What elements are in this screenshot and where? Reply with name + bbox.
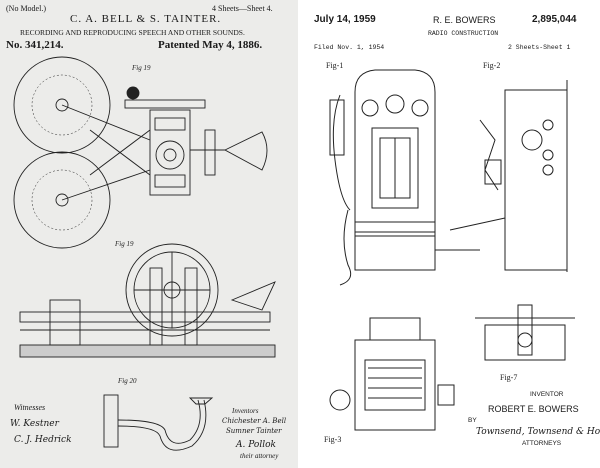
fig-19-label: Fig 19 <box>131 64 151 72</box>
witness-signature-1: W. Kestner <box>10 419 59 429</box>
by-label: BY <box>468 417 477 424</box>
recording-disk-upper <box>13 56 111 154</box>
model-note: (No Model.) <box>6 4 46 13</box>
patent-date: Patented May 4, 1886. <box>158 39 263 51</box>
inventors-label: Inventors <box>232 407 259 415</box>
radio-cabinet-side <box>504 89 568 271</box>
filed-date: Filed Nov. 1, 1954 <box>314 44 385 51</box>
sheet-count: 2 Sheets-Sheet 1 <box>508 44 571 51</box>
patent-sheet-bowers: July 14, 1959 R. E. BOWERS 2,895,044 RAD… <box>300 0 600 468</box>
fig-2-label: Fig-2 <box>483 61 500 70</box>
speaker-enclosure <box>354 339 436 431</box>
fig-1-label: Fig-1 <box>326 61 343 70</box>
fig-3-label: Fig-3 <box>324 435 341 444</box>
bowers-drawing: Fig-1 Fig-2 Fig-3 Fig-7 <box>324 61 575 444</box>
attorney-signature: Townsend, Townsend & Hoppe <box>476 427 600 437</box>
attorney-signature: A. Pollok <box>236 440 276 450</box>
fig-19b-label: Fig 19 <box>114 240 134 248</box>
flywheel <box>125 243 219 337</box>
patent-title: RECORDING AND REPRODUCING SPEECH AND OTH… <box>20 28 245 37</box>
inventor-header: R. E. BOWERS <box>433 15 496 25</box>
attorneys-label: ATTORNEYS <box>522 440 562 447</box>
bell-tainter-drawing: Fig 19 Fig 19 Fig 20 <box>13 56 276 451</box>
patent-number: No. 341,214. <box>6 39 64 51</box>
witness-signature-2: C. J. Hedrick <box>14 435 72 445</box>
recording-disk-lower <box>13 151 111 249</box>
inventor-name: ROBERT E. BOWERS <box>488 404 579 414</box>
fig7-assembly <box>484 324 566 361</box>
inventor-signature-1: Chichester A. Bell <box>222 417 287 425</box>
inventor-label: INVENTOR <box>530 391 564 398</box>
fig-7-label: Fig-7 <box>500 373 517 382</box>
inventor-signature-2: Sumner Tainter <box>226 427 282 435</box>
patent-sheet-bell-tainter: (No Model.) 4 Sheets—Sheet 4. C. A. BELL… <box>0 0 300 468</box>
sheet-count: 4 Sheets—Sheet 4. <box>212 4 273 13</box>
radio-cabinet-front <box>354 69 436 271</box>
patent-date: July 14, 1959 <box>314 14 376 25</box>
witnesses-label: Witnesses <box>14 403 46 412</box>
patent-title: RADIO CONSTRUCTION <box>428 30 499 37</box>
fig-20-label: Fig 20 <box>117 377 137 385</box>
patent-number: 2,895,044 <box>532 14 577 25</box>
patent-inventors: C. A. BELL & S. TAINTER. <box>70 13 222 25</box>
attorney-label: their attorney <box>240 452 279 460</box>
